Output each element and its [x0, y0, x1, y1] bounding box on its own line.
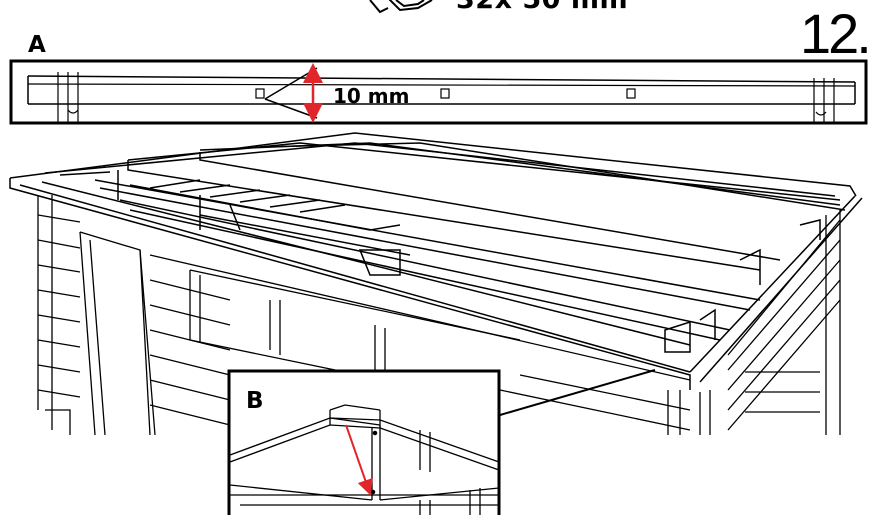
detail-b-leader [499, 369, 656, 416]
detail-a-label: A [28, 32, 46, 58]
detail-b-arrow [345, 424, 373, 496]
detail-a-panel [9, 59, 868, 125]
screw-spec-label: 32x 50 mm [456, 0, 628, 13]
detail-b-panel [227, 369, 501, 515]
shed-walls [37, 195, 841, 436]
step-number: 12. [800, 2, 872, 65]
measurement-label: 10 mm [333, 84, 410, 108]
shed-roof [9, 132, 863, 390]
screw-head-icon [369, 0, 433, 14]
detail-b-label: B [246, 388, 264, 414]
